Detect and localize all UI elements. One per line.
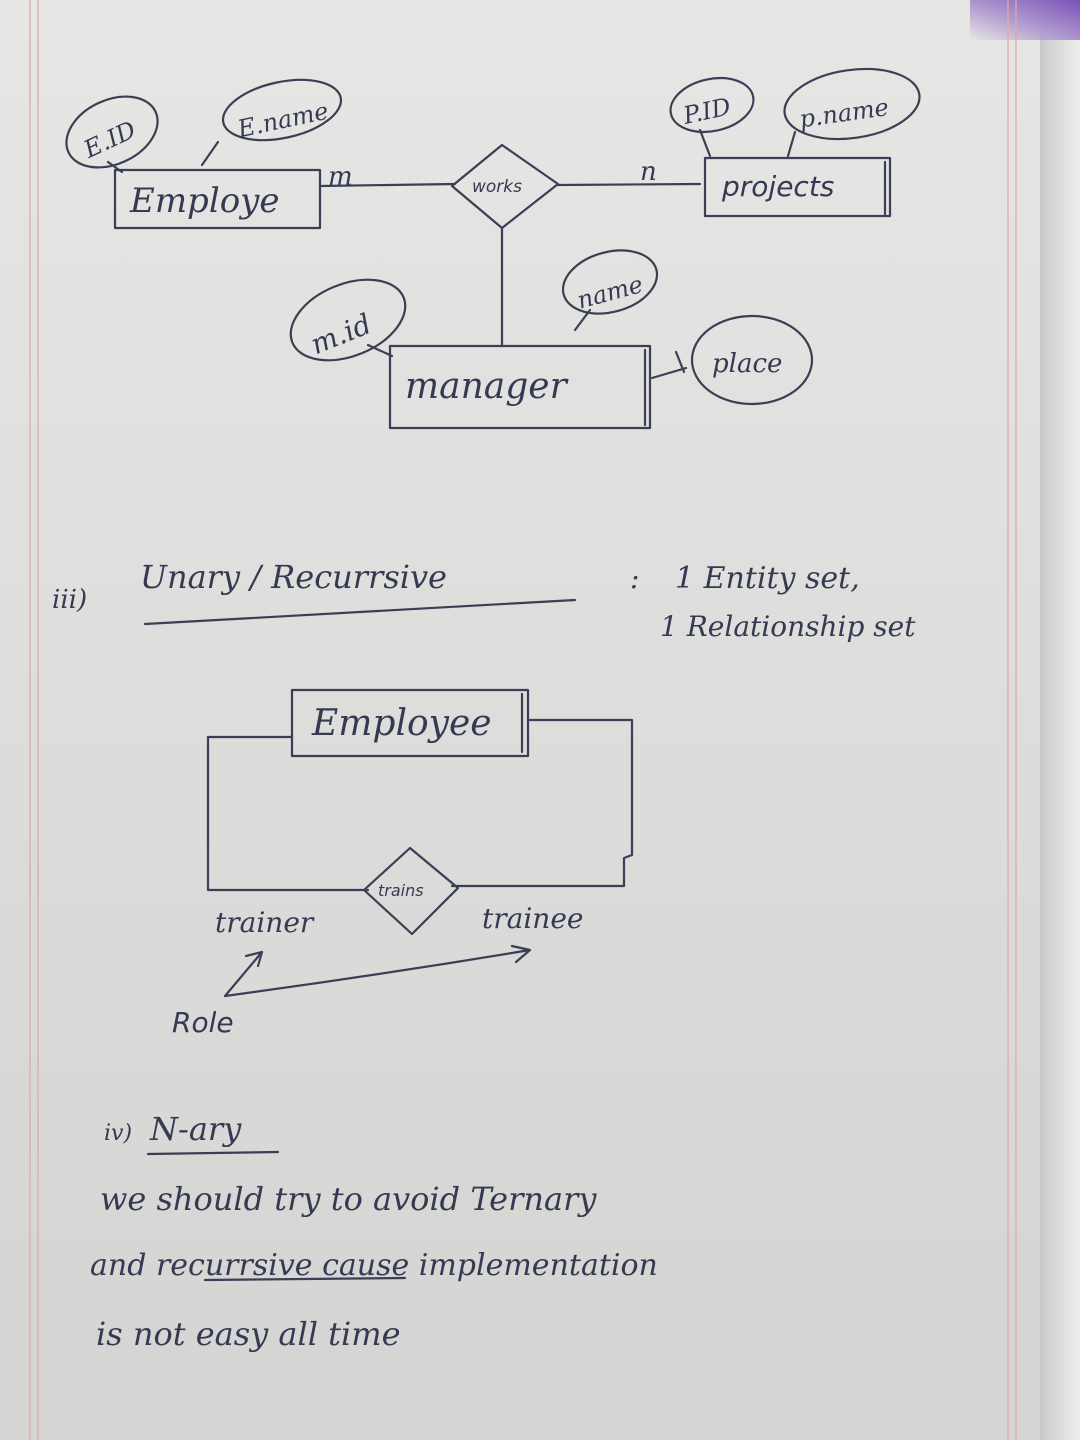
background-corner <box>970 0 1080 40</box>
nary-section-heading: N-ary <box>149 1110 242 1148</box>
unary-section-colon: : <box>630 562 639 595</box>
entity-employee-label: Employee <box>311 703 492 744</box>
entity-manager-label: manager <box>405 366 569 407</box>
relationship-works-label: works <box>472 177 522 197</box>
cardinality-n: n <box>640 157 657 187</box>
attribute-p-id-label: P.ID <box>680 93 733 131</box>
attribute-e-id-label: E.ID <box>79 116 141 165</box>
relationship-trains-label: trains <box>378 881 424 900</box>
entity-manager: manager <box>388 344 652 430</box>
attribute-m-id-label: m.id <box>306 307 376 361</box>
unary-section-heading: Unary / Recurrsive <box>140 558 447 596</box>
margin-lines <box>29 0 1017 1440</box>
role-trainer-label: trainer <box>215 906 315 939</box>
attribute-e-name-label: E.name <box>234 97 331 144</box>
attribute-place: place <box>650 314 814 406</box>
relationship-trains: trains <box>362 846 460 936</box>
entity-employe: Employe <box>113 168 322 230</box>
unary-section: iii) Unary / Recurrsive : 1 Entity set, … <box>52 558 916 643</box>
entity-projects-label: projects <box>721 170 834 203</box>
attribute-m-id: m.id <box>289 278 407 362</box>
binary-er-diagram: Employe E.ID E.name m works <box>65 67 921 430</box>
attribute-p-id: P.ID <box>669 77 755 158</box>
attribute-e-name: E.name <box>200 78 343 167</box>
cardinality-m: m <box>328 162 353 192</box>
attribute-manager-name-label: name <box>574 270 646 314</box>
nary-section-line2: we should try to avoid Ternary <box>100 1180 597 1218</box>
unary-diagram: Employee trains trainer trainee Role <box>172 688 634 1039</box>
attribute-p-name-label: p.name <box>798 93 891 133</box>
unary-section-line2: 1 Relationship set <box>660 610 916 643</box>
unary-section-line1: 1 Entity set, <box>675 561 860 596</box>
attribute-manager-name: name <box>561 249 659 332</box>
unary-section-number: iii) <box>52 585 87 615</box>
relationship-works: works <box>450 143 560 230</box>
entity-projects: projects <box>703 156 892 218</box>
nary-section-number: iv) <box>104 1121 132 1146</box>
role-label: Role <box>172 1006 234 1039</box>
entity-employee: Employee <box>290 688 530 758</box>
role-trainee-label: trainee <box>482 902 583 935</box>
entity-employe-label: Employe <box>129 181 280 221</box>
attribute-p-name: p.name <box>783 67 921 158</box>
attribute-e-id: E.ID <box>65 95 159 174</box>
nary-section: iv) N-ary we should try to avoid Ternary… <box>90 1110 658 1353</box>
nary-section-line4: is not easy all time <box>96 1315 401 1353</box>
nary-section-line3: and recurrsive cause implementation <box>90 1248 658 1283</box>
attribute-place-label: place <box>712 349 782 379</box>
